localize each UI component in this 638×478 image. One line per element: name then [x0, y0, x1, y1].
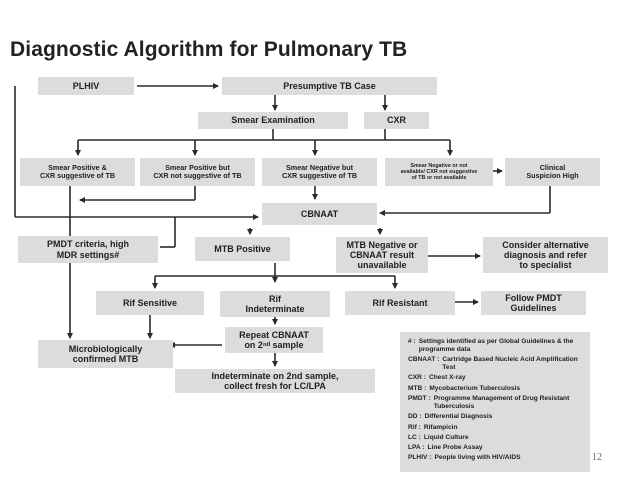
- legend-row: DD :Differential Diagnosis: [408, 413, 493, 421]
- node-repeat-cbnaat: Repeat CBNAAT on 2ⁿᵈ sample: [225, 327, 323, 353]
- legend-row: PLHIV :People living with HIV/AIDS: [408, 454, 521, 462]
- legend-row: LC :Liquid Culture: [408, 433, 469, 441]
- legend-row: # :Settings identified as per Global Gui…: [408, 338, 574, 353]
- node-clinical-suspicion-high: Clinical Suspicion High: [505, 158, 600, 186]
- legend-row: MTB :Mycobacterium Tuberculosis: [408, 384, 521, 392]
- node-mtb-positive: MTB Positive: [195, 237, 290, 261]
- node-microbiologically-confirmed: Microbiologically confirmed MTB: [38, 340, 173, 368]
- page-number: 12: [592, 452, 602, 463]
- legend-row: CXR :Chest X-ray: [408, 374, 466, 382]
- node-follow-pmdt: Follow PMDT Guidelines: [481, 291, 586, 315]
- node-consider-alternative: Consider alternative diagnosis and refer…: [483, 237, 608, 273]
- legend-row: PMDT :Programme Management of Drug Resis…: [408, 395, 570, 410]
- node-mtb-negative: MTB Negative or CBNAAT result unavailabl…: [336, 237, 428, 273]
- node-cbnaat: CBNAAT: [262, 203, 377, 225]
- abbreviation-legend: # :Settings identified as per Global Gui…: [400, 332, 590, 472]
- node-rif-sensitive: Rif Sensitive: [96, 291, 204, 315]
- node-smear-positive-cxr-not-suggestive: Smear Positive but CXR not suggestive of…: [140, 158, 255, 186]
- node-indeterminate-second-sample: Indeterminate on 2nd sample, collect fre…: [175, 369, 375, 393]
- legend-row: CBNAAT :Cartridge Based Nucleic Acid Amp…: [408, 356, 578, 372]
- legend-row: LPA :Line Probe Assay: [408, 444, 483, 452]
- node-rif-resistant: Rif Resistant: [345, 291, 455, 315]
- node-smear-positive-cxr-suggestive: Smear Positive & CXR suggestive of TB: [20, 158, 135, 186]
- node-cxr: CXR: [364, 112, 429, 129]
- node-pmdt-criteria: PMDT criteria, high MDR settings#: [18, 236, 158, 263]
- node-plhiv: PLHIV: [38, 77, 134, 95]
- node-rif-indeterminate: Rif Indeterminate: [220, 291, 330, 317]
- page-title: Diagnostic Algorithm for Pulmonary TB: [10, 38, 408, 61]
- legend-row: Rif :Rifampicin: [408, 423, 458, 431]
- node-smear-negative-cxr-suggestive: Smear Negative but CXR suggestive of TB: [262, 158, 377, 186]
- node-smear-examination: Smear Examination: [198, 112, 348, 129]
- node-presumptive-tb-case: Presumptive TB Case: [222, 77, 437, 95]
- node-smear-negative-not-available: Smear Negative or not available/ CXR not…: [385, 158, 493, 186]
